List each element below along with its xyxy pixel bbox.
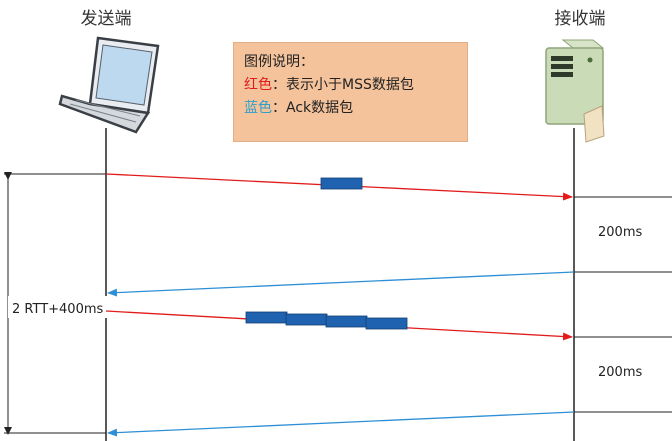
delay1-label: 200ms <box>598 225 642 240</box>
legend-box: 图例说明： 红色：表示小于MSS数据包 蓝色：Ack数据包 <box>233 42 468 142</box>
packet-block-2c <box>325 315 368 328</box>
legend-red-desc: ：表示小于MSS数据包 <box>272 77 414 93</box>
ack-arrow-1 <box>107 271 575 297</box>
legend-red-row: 红色：表示小于MSS数据包 <box>244 74 467 97</box>
span-label: 2 RTT+400ms <box>12 302 104 317</box>
server-icon <box>545 39 605 143</box>
sender-title: 发送端 <box>81 9 132 29</box>
receiver-title: 接收端 <box>555 9 606 29</box>
legend-blue-desc: ：Ack数据包 <box>272 100 354 116</box>
delay2-label: 200ms <box>598 365 642 380</box>
legend-blue-key: 蓝色 <box>244 100 272 116</box>
legend-red-key: 红色 <box>244 77 272 93</box>
packet-block-1 <box>320 177 363 190</box>
packet-block-2b <box>285 313 328 326</box>
laptop-icon <box>58 36 160 134</box>
ack-arrow-2 <box>107 411 575 437</box>
packet-block-2a <box>245 311 288 324</box>
packet-block-2d <box>365 317 408 330</box>
legend-title: 图例说明： <box>244 54 314 70</box>
legend-blue-row: 蓝色：Ack数据包 <box>244 97 467 120</box>
